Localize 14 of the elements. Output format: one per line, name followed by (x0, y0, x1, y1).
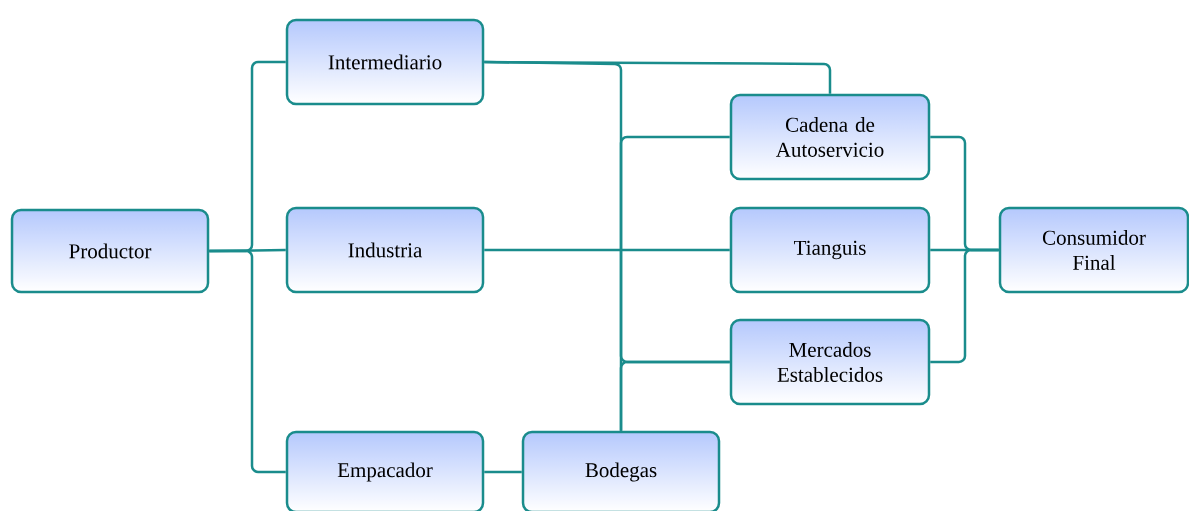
box: Cadena de Autoservicio (729, 93, 931, 181)
box: Bodegas (521, 430, 721, 511)
box: Productor (10, 208, 210, 294)
box: Tianguis (729, 206, 931, 294)
connector (484, 470, 522, 474)
connector (484, 248, 730, 252)
box: Consumidor Final (998, 206, 1189, 294)
connector (930, 248, 999, 364)
box: Mercados Establecidos (729, 318, 931, 406)
connector (209, 249, 286, 474)
box: Empacador (285, 430, 485, 511)
box: Industria (285, 206, 485, 294)
connector (484, 60, 730, 364)
box: Intermediario (285, 18, 485, 106)
